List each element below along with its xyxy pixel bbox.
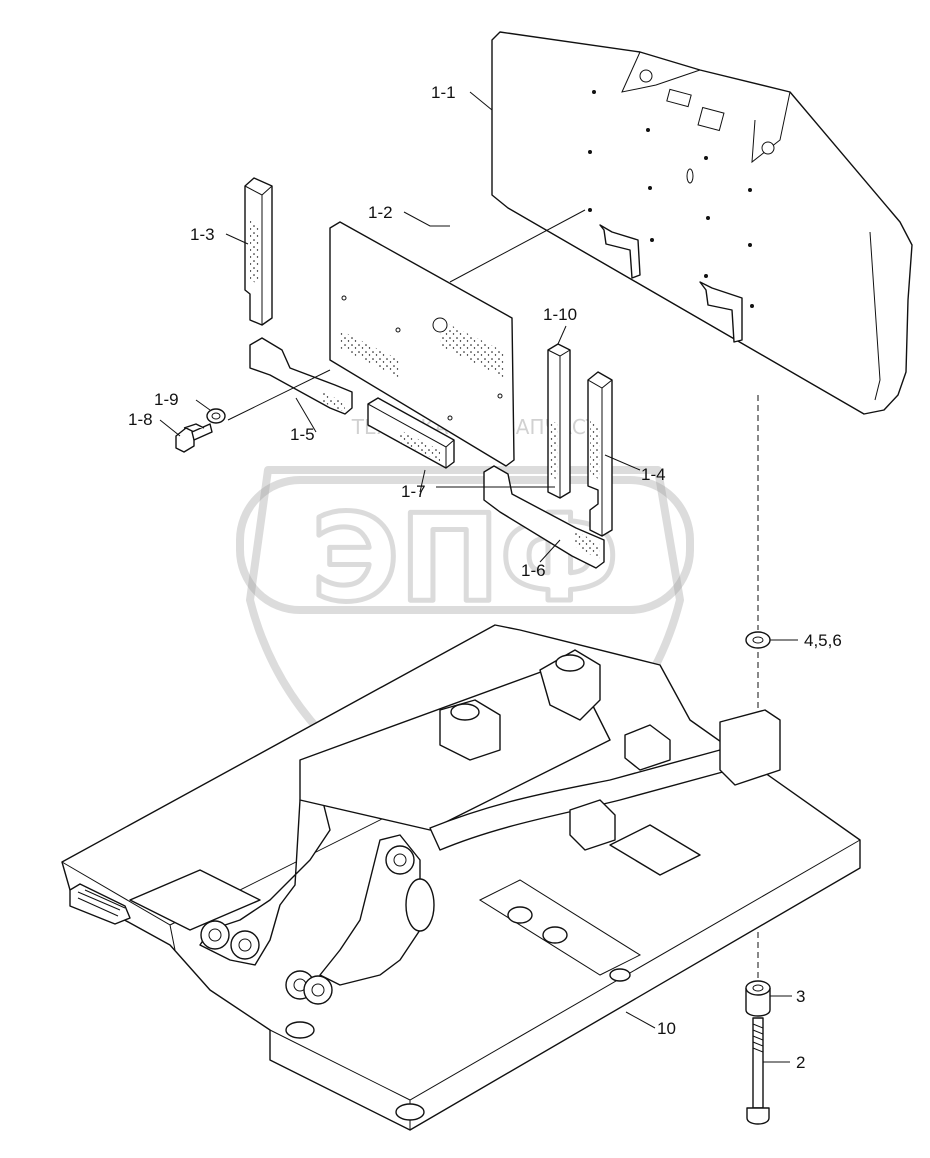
callout-1-10: 1-10 — [543, 305, 577, 324]
callout-2: 2 — [796, 1053, 805, 1072]
callout-10: 10 — [657, 1019, 676, 1038]
counterweight-part — [491, 31, 913, 415]
callout-1-1: 1-1 — [431, 83, 456, 102]
callout-4-5-6: 4,5,6 — [804, 631, 842, 650]
callout-1-5: 1-5 — [290, 425, 315, 444]
block-1-3-part — [244, 177, 273, 326]
callout-1-8: 1-8 — [128, 410, 153, 429]
callout-3: 3 — [796, 987, 805, 1006]
leader-lines — [159, 91, 798, 1063]
bracket-1-5-part — [249, 337, 353, 415]
callout-labels: 1-1 1-2 1-3 1-4 1-5 1-6 1-7 1-8 1-9 1-10… — [128, 83, 842, 1072]
callout-1-4: 1-4 — [641, 465, 666, 484]
callout-1-6: 1-6 — [521, 561, 546, 580]
bracket-1-6-part — [483, 465, 605, 569]
washer-1-9-part — [206, 408, 226, 424]
bar-1-10-part — [547, 343, 571, 499]
callout-1-2: 1-2 — [368, 203, 393, 222]
bar-1-7-part — [367, 397, 455, 469]
callout-1-3: 1-3 — [190, 225, 215, 244]
block-1-4-part — [587, 371, 613, 537]
bolt-1-8-part — [175, 423, 213, 453]
hardware-stack — [745, 395, 771, 1125]
watermark-logo-letters: ЭПФ — [311, 490, 619, 629]
plate-part — [329, 221, 515, 467]
callout-1-7: 1-7 — [401, 482, 426, 501]
upper-frame-part — [61, 624, 861, 1131]
washer-456-part — [745, 631, 771, 649]
watermark-badge-shape — [236, 476, 694, 614]
spacer-3-part — [745, 980, 771, 1017]
bolt-2-part — [746, 1017, 770, 1125]
callout-1-9: 1-9 — [154, 390, 179, 409]
